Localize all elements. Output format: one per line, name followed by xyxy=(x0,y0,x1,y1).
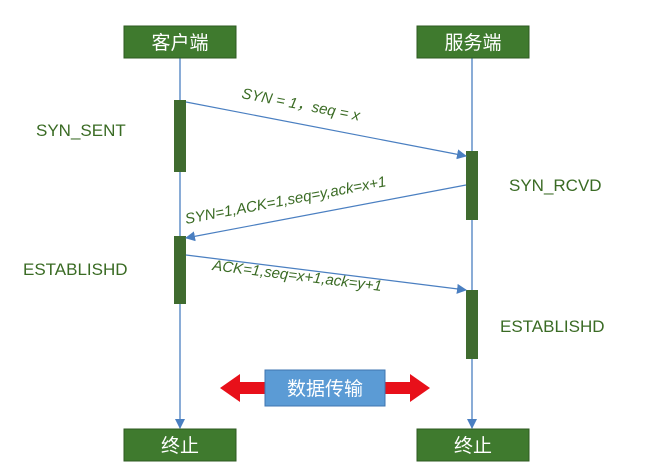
ack-message: ACK=1,seq=x+1,ack=y+1 xyxy=(211,257,383,295)
syn-message: SYN = 1，seq = x xyxy=(240,85,362,124)
server-activation-1 xyxy=(466,151,478,220)
server-end-label: 终止 xyxy=(454,435,492,457)
data-transfer-label: 数据传输 xyxy=(287,378,363,400)
client-header-box: 客户端 xyxy=(123,25,237,59)
syn-arrow xyxy=(185,101,467,160)
client-title: 客户端 xyxy=(151,32,208,54)
client-end-label: 终止 xyxy=(161,435,199,457)
server-title: 服务端 xyxy=(444,32,501,54)
client-activation-1 xyxy=(174,100,186,172)
server-activation-2 xyxy=(466,290,478,359)
client-activation-2 xyxy=(174,236,186,304)
server-end-box: 终止 xyxy=(416,428,530,462)
client-end-box: 终止 xyxy=(123,428,237,462)
data-transfer-arrow: 数据传输 xyxy=(220,369,430,407)
server-established-state: ESTABLISHD xyxy=(500,317,605,336)
client-established-state: ESTABLISHD xyxy=(23,260,128,279)
server-header-box: 服务端 xyxy=(416,25,530,59)
syn-rcvd-state: SYN_RCVD xyxy=(509,176,602,195)
ack-arrow xyxy=(185,254,467,294)
syn-ack-arrow xyxy=(185,184,467,242)
data-transfer-box xyxy=(264,369,386,407)
syn-sent-state: SYN_SENT xyxy=(36,121,126,140)
